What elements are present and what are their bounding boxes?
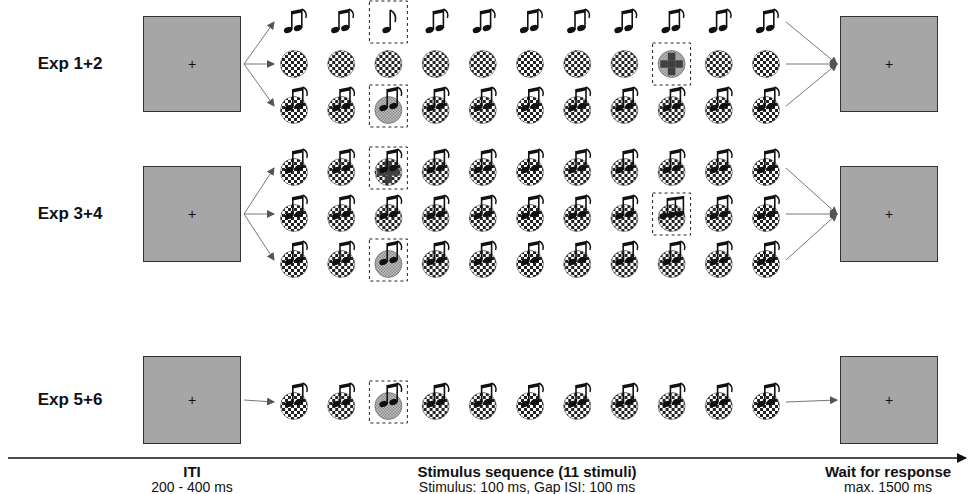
fixation-screen: +: [143, 356, 241, 444]
fixation-screen: +: [840, 356, 938, 444]
fixation-screen: +: [840, 16, 938, 112]
fixation-screen: +: [840, 166, 938, 262]
phase-label: Stimulus sequence (11 stimuli): [417, 463, 636, 480]
timing-label: max. 1500 ms: [844, 479, 932, 494]
fixation-cross: +: [885, 393, 893, 407]
fixation-cross: +: [188, 393, 196, 407]
phase-label: Wait for response: [825, 463, 951, 480]
fixation-cross: +: [885, 57, 893, 71]
timing-label: 200 - 400 ms: [151, 479, 233, 494]
time-axis: [8, 457, 966, 459]
fixation-cross: +: [885, 207, 893, 221]
phase-label: ITI: [183, 463, 201, 480]
stimulus-sequences: [281, 1, 780, 423]
experiment-label: Exp 5+6: [38, 390, 103, 410]
timing-label: Stimulus: 100 ms, Gap ISI: 100 ms: [419, 479, 635, 494]
fixation-cross: +: [188, 57, 196, 71]
experiment-label: Exp 1+2: [38, 54, 103, 74]
fan-arrows: [244, 22, 837, 402]
fixation-screen: +: [143, 166, 241, 262]
fixation-screen: +: [143, 16, 241, 112]
fixation-cross: +: [188, 207, 196, 221]
experiment-label: Exp 3+4: [38, 204, 103, 224]
